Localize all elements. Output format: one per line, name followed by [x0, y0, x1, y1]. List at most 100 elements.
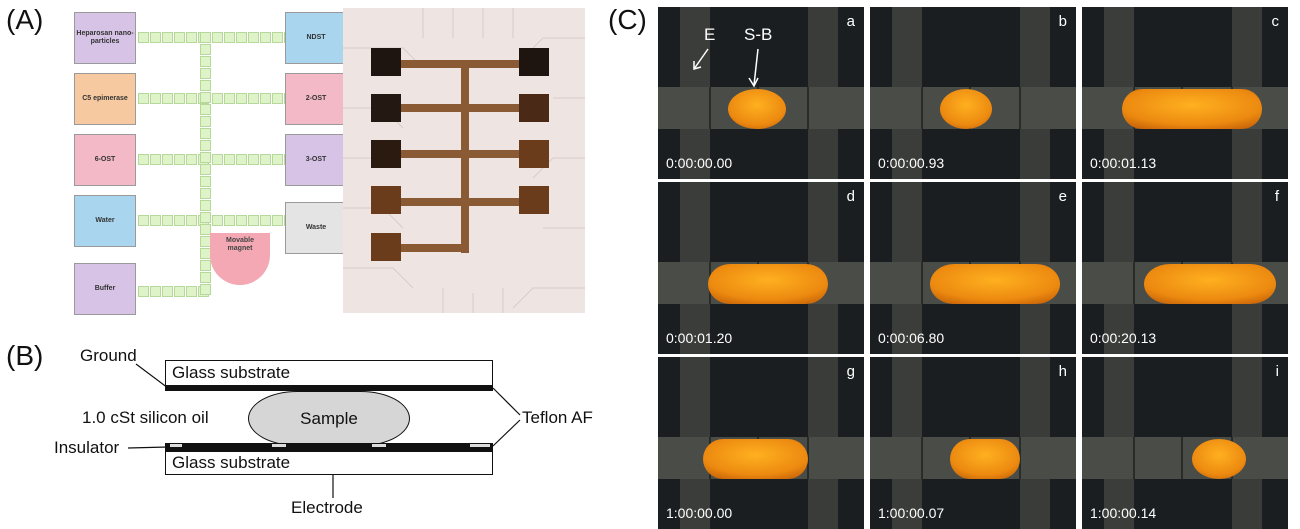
panel-label-b: (B) — [6, 340, 44, 371]
frame-image — [1082, 7, 1288, 179]
insulator-label: Insulator — [54, 438, 120, 457]
frame-letter: a — [846, 13, 855, 30]
electrode-pad — [186, 32, 197, 43]
electrode-pad — [200, 164, 211, 175]
panel-a-schematic: Heparosan nano-particles C5 epimerase 6-… — [62, 8, 347, 315]
reagent-label: Waste — [305, 224, 327, 231]
electrode-pad — [260, 215, 271, 226]
reagent-box-2ost: 2-OST — [285, 73, 347, 125]
reagent-box-waste: Waste — [285, 202, 347, 254]
video-frame-f: f 0:00:20.13 — [1082, 182, 1288, 354]
frame-image — [1082, 357, 1288, 529]
electrode-pad — [186, 154, 197, 165]
ground-label: Ground — [80, 346, 137, 365]
electrode-pad — [162, 286, 173, 297]
electrode-pad — [200, 80, 211, 91]
electrode-pad — [236, 154, 247, 165]
reagent-box-ndst: NDST — [285, 12, 347, 64]
reagent-label: Water — [95, 217, 115, 224]
electrode-pad — [248, 93, 259, 104]
electrode-pad — [150, 32, 161, 43]
panel-label-c: (C) — [608, 4, 647, 35]
reagent-box-buffer: Buffer — [74, 263, 136, 315]
pointer-arrows — [693, 48, 759, 88]
insulator-layer — [165, 443, 493, 451]
frame-image — [870, 357, 1076, 529]
electrode-pad — [200, 104, 211, 115]
electrode-pad — [138, 93, 149, 104]
electrode-gap — [272, 444, 286, 447]
electrode-pad — [200, 152, 211, 163]
frame-timestamp: 1:00:00.07 — [878, 505, 945, 521]
reagent-box-water: Water — [74, 195, 136, 247]
movable-magnet: Movable magnet — [210, 233, 270, 285]
electrode-pad — [174, 93, 185, 104]
frame-letter: h — [1058, 363, 1067, 380]
sample-bead-arrow-label: S-B — [744, 25, 773, 44]
top-glass-label: Glass substrate — [172, 363, 291, 382]
electrode-pad — [174, 286, 185, 297]
electrode-pad — [212, 32, 223, 43]
top-glass-substrate: Glass substrate — [165, 360, 493, 386]
frame-image — [1082, 182, 1288, 354]
frame-timestamp: 0:00:00.00 — [666, 155, 733, 171]
frame-timestamp: 0:00:20.13 — [1090, 330, 1157, 346]
reagent-label: Heparosan nano-particles — [76, 30, 134, 45]
frame-timestamp: 0:00:01.13 — [1090, 155, 1157, 171]
electrode-pad — [272, 215, 283, 226]
electrode-arrow-label: E — [704, 25, 716, 44]
magnet-label: Movable magnet — [225, 237, 254, 252]
electrode-pad — [150, 93, 161, 104]
electrode-pad — [200, 200, 211, 211]
teflon-label: Teflon AF — [522, 408, 593, 427]
electrode-pad — [162, 154, 173, 165]
reagent-box-epimerase: C5 epimerase — [74, 73, 136, 125]
electrode-pad — [248, 32, 259, 43]
sample-droplet: Sample — [248, 391, 410, 446]
electrode-pad — [260, 154, 271, 165]
electrode-pad — [174, 215, 185, 226]
electrode-pad — [248, 154, 259, 165]
electrode-pad — [200, 44, 211, 55]
electrode-pad — [174, 32, 185, 43]
electrode-pad — [200, 56, 211, 67]
electrode-gap — [170, 444, 182, 447]
reagent-label: 6-OST — [94, 156, 116, 163]
electrode-pad — [248, 215, 259, 226]
sample-label: Sample — [300, 408, 358, 428]
electrode-pad — [150, 215, 161, 226]
frame-letter: d — [846, 188, 855, 205]
oil-label: 1.0 cSt silicon oil — [82, 408, 209, 427]
reagent-label: 3-OST — [305, 156, 327, 163]
electrode-pad — [186, 286, 197, 297]
electrode-pad — [212, 215, 223, 226]
frame-timestamp: 0:00:01.20 — [666, 330, 733, 346]
electrode-pad — [260, 32, 271, 43]
electrode-pad — [200, 140, 211, 151]
electrode-pad — [200, 284, 211, 295]
electrode-pad — [162, 93, 173, 104]
electrode-pad — [200, 176, 211, 187]
electrode-pad — [236, 32, 247, 43]
electrode-pad — [150, 286, 161, 297]
leader-lines — [127, 363, 521, 498]
electrode-pad — [138, 215, 149, 226]
frame-image — [870, 7, 1076, 179]
bottom-glass-label: Glass substrate — [172, 453, 291, 472]
electrode-pad — [272, 93, 283, 104]
panel-label-a: (A) — [6, 4, 44, 35]
electrode-pad — [150, 154, 161, 165]
frame-letter: f — [1274, 188, 1279, 205]
electrode-pad — [174, 154, 185, 165]
electrode-pad — [260, 93, 271, 104]
electrode-pad — [224, 93, 235, 104]
reagent-box-heparosan: Heparosan nano-particles — [74, 12, 136, 64]
electrode-label: Electrode — [291, 498, 363, 517]
electrode-pad — [162, 215, 173, 226]
electrode-pad — [200, 116, 211, 127]
video-frame-h: h 1:00:00.07 — [870, 357, 1076, 529]
electrode-pad — [186, 215, 197, 226]
